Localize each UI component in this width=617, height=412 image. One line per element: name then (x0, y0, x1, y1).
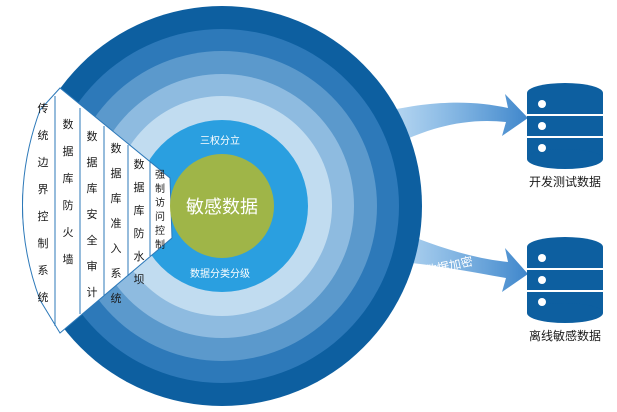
wedge-column-label: 数据库防水坝 (134, 158, 145, 286)
wedge-shape (22, 87, 173, 334)
inner-ring-bottom-label: 数据分类分级 (190, 267, 250, 280)
wedge-column-label: 强制访问控制 (155, 169, 165, 251)
center-disc (170, 154, 274, 258)
wedge-column-label: 数据库防火墙 (63, 118, 74, 266)
wedge-column-label: 传统边界控制系统 (38, 102, 49, 304)
database-icon-offline-sensitive (527, 237, 603, 323)
center-label: 敏感数据 (186, 197, 258, 218)
target-dev-test-label: 开发测试数据 (529, 174, 601, 189)
wedge-column-label: 数据库准入系统 (111, 142, 122, 305)
database-icon-dev-test (527, 83, 603, 169)
target-offline-sensitive-label: 离线敏感数据 (529, 328, 601, 343)
inner-ring-top-label: 三权分立 (200, 134, 240, 147)
wedge-column-label: 数据库安全审计 (87, 130, 98, 299)
layer-wedge (22, 87, 173, 334)
arrow-masking (370, 94, 528, 150)
arrow-masking-label: 数据脱敏 (428, 131, 478, 160)
